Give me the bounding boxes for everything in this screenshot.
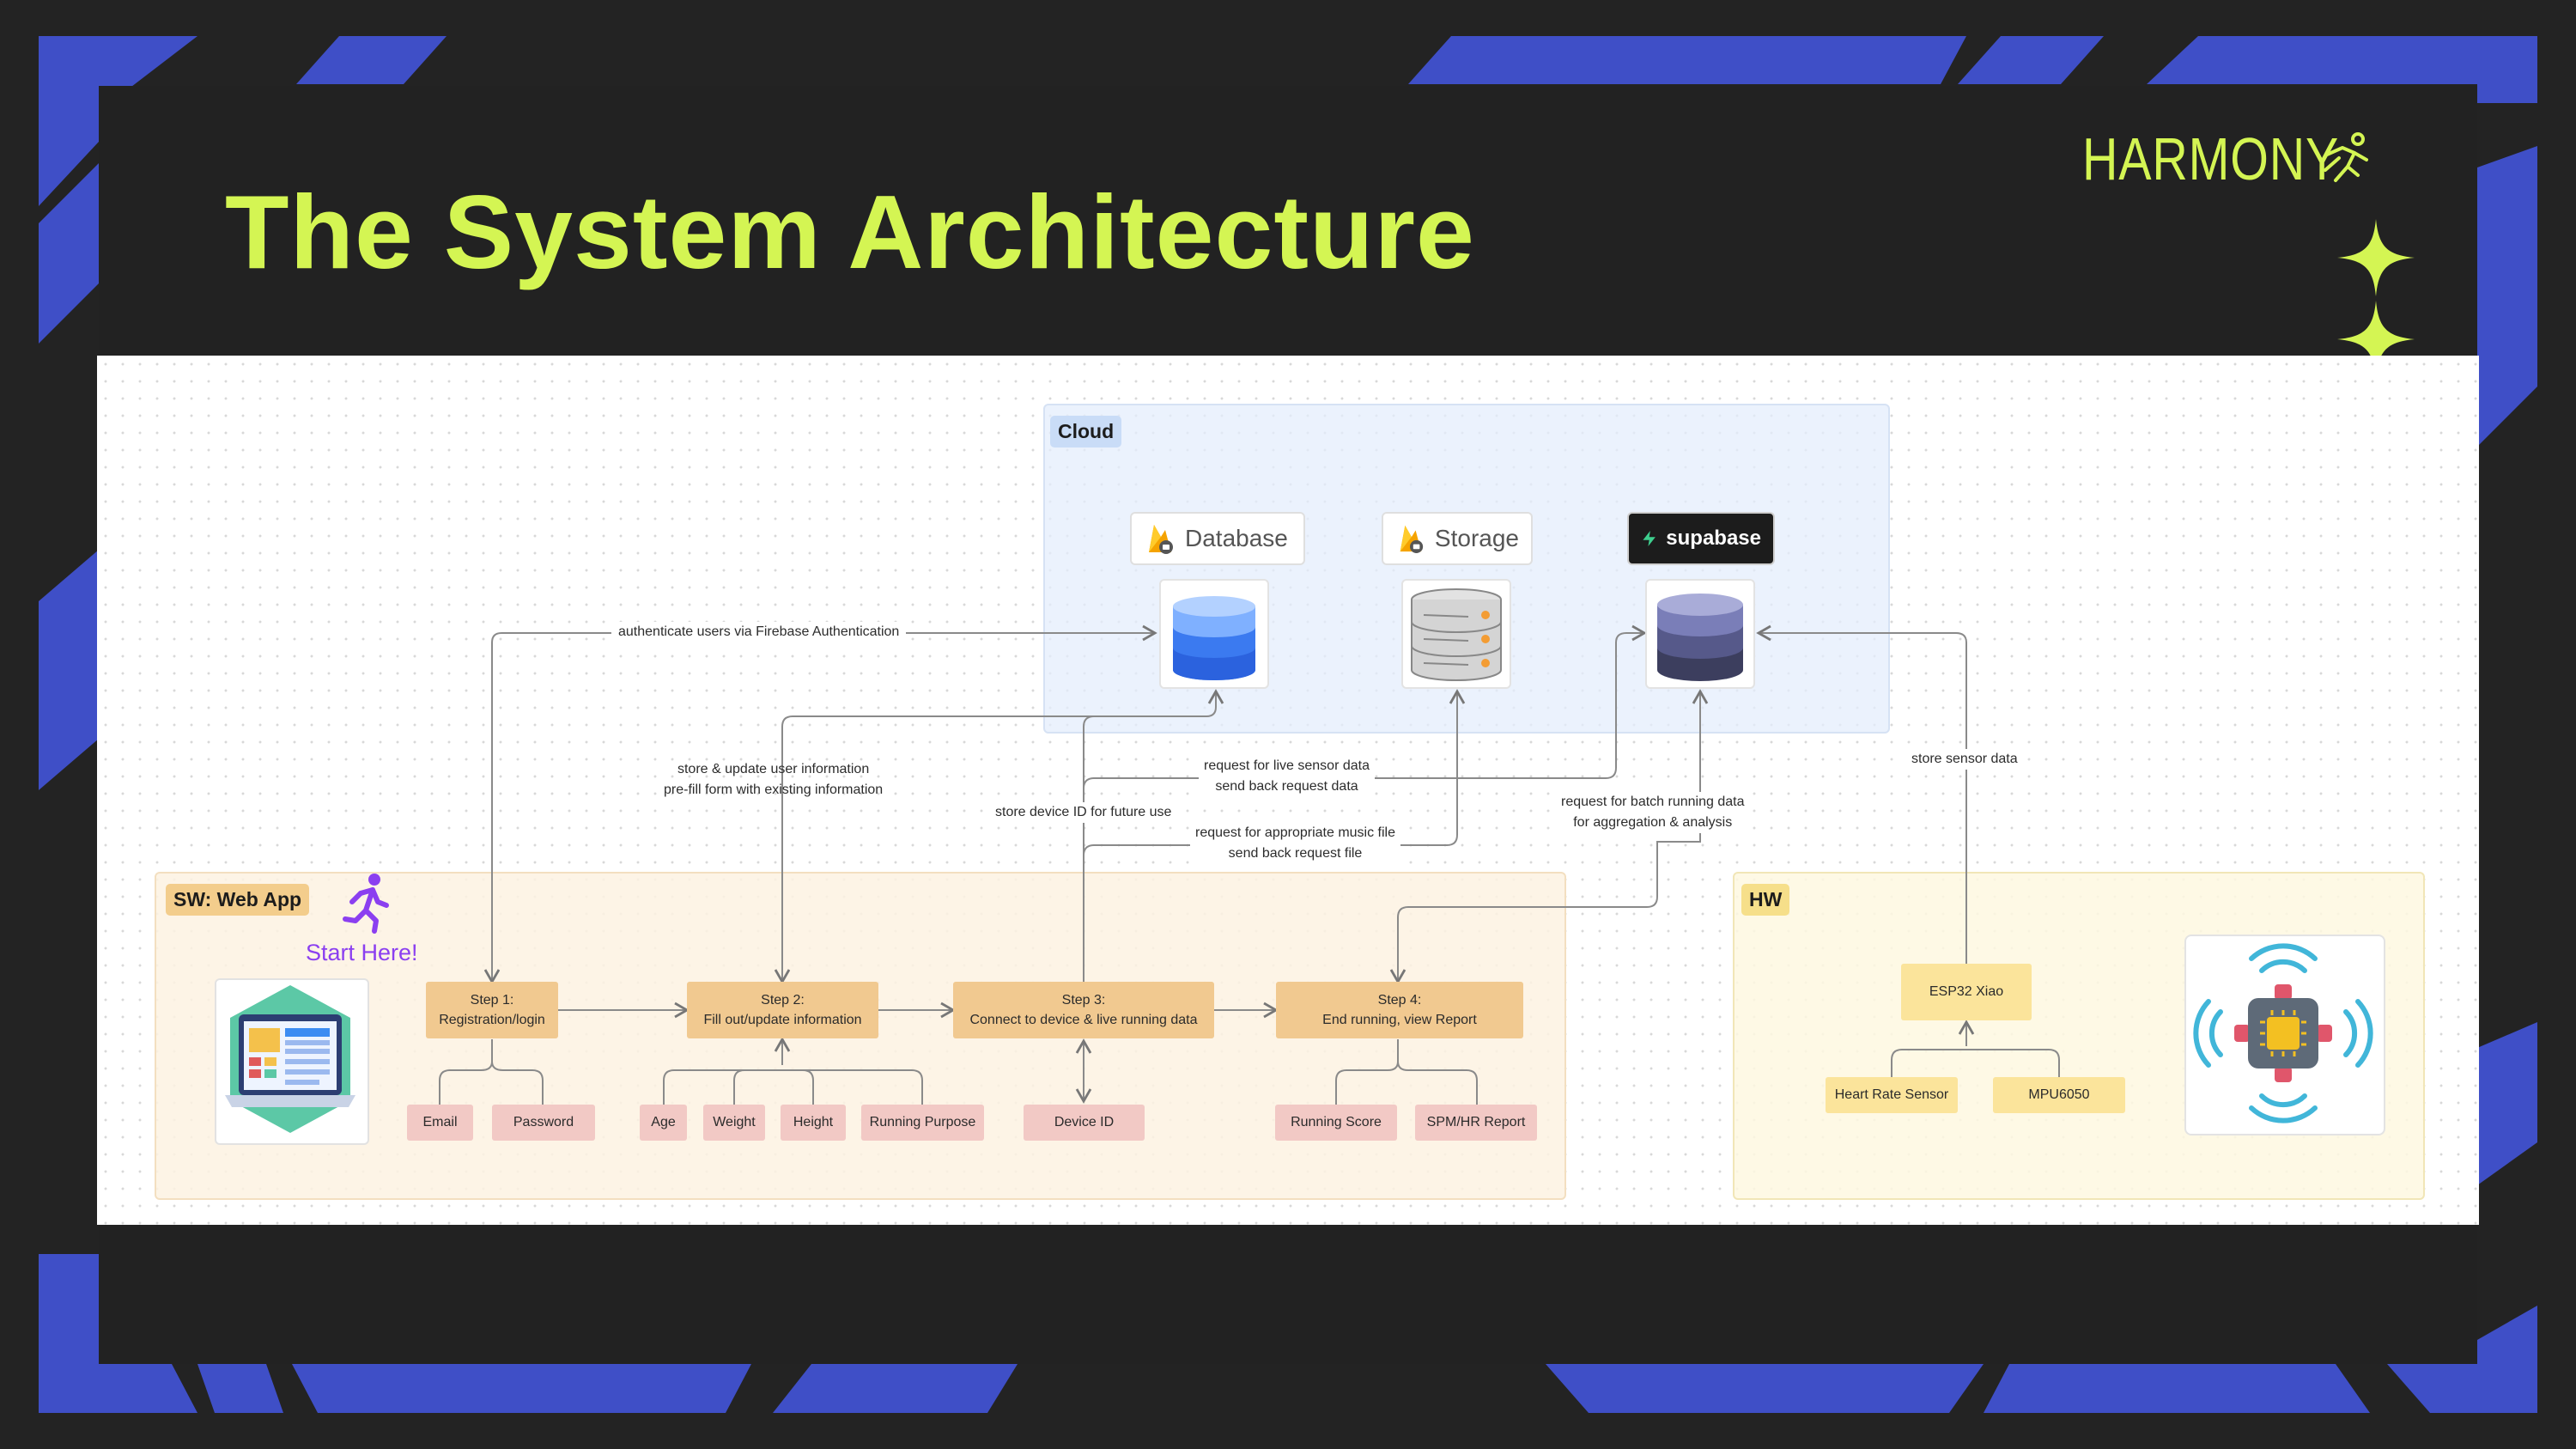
edge-label-line: request for appropriate music file (1195, 825, 1395, 840)
edge-label-live-data: request for live sensor data send back r… (1199, 756, 1375, 797)
step-desc: End running, view Report (1322, 1013, 1477, 1027)
step-1-box: Step 1: Registration/login (426, 982, 558, 1038)
field-spm-hr-report: SPM/HR Report (1415, 1105, 1537, 1141)
esp32-box: ESP32 Xiao (1901, 964, 2032, 1020)
deco-shape (1984, 1364, 2370, 1413)
step-4-box: Step 4: End running, view Report (1276, 982, 1523, 1038)
heart-rate-sensor-box: Heart Rate Sensor (1826, 1077, 1958, 1113)
brand-name: HARMONY (2082, 125, 2340, 192)
runner-icon (343, 874, 389, 934)
brand-logo: HARMONY (2082, 120, 2396, 198)
chip-wireless-icon (2193, 943, 2373, 1123)
edge-label-line: request for live sensor data (1204, 758, 1370, 773)
supabase-bolt-icon (1643, 530, 1656, 547)
step-title: Step 4: (1377, 992, 1422, 1008)
deco-shape (2147, 36, 2537, 103)
edge-label-line: request for batch running data (1561, 795, 1745, 809)
server-stack-icon (1411, 588, 1502, 681)
database-card (1159, 579, 1269, 689)
hw-tag: HW (1741, 884, 1790, 916)
deco-shape (773, 1364, 1018, 1413)
storage-card (1401, 579, 1511, 689)
deco-shape (292, 1364, 751, 1413)
step-desc: Registration/login (439, 1013, 545, 1027)
field-weight: Weight (703, 1105, 765, 1141)
firebase-flame-icon (1400, 525, 1424, 554)
firebase-storage-badge: Storage (1382, 512, 1533, 565)
edge-label-line: send back request data (1215, 779, 1358, 794)
edge-label-line: send back request file (1228, 846, 1363, 861)
step-desc: Connect to device & live running data (969, 1013, 1198, 1027)
deco-shape (1546, 1364, 1984, 1413)
field-password: Password (492, 1105, 595, 1141)
edge-label-sensor: store sensor data (1906, 749, 2023, 770)
deco-shape (2477, 146, 2537, 447)
field-height: Height (781, 1105, 846, 1141)
laptop-card (215, 978, 369, 1145)
edge-label-batch: request for batch running data for aggre… (1556, 792, 1750, 833)
slide-title: The System Architecture (225, 174, 1475, 290)
field-device-id: Device ID (1024, 1105, 1145, 1141)
deco-shape (39, 550, 99, 790)
step-title: Step 3: (1061, 992, 1106, 1008)
deco-shape (296, 36, 447, 84)
edge-label-line: pre-fill form with existing information (664, 782, 884, 797)
deco-shape (39, 36, 197, 206)
step-title: Step 2: (761, 992, 805, 1008)
field-running-purpose: Running Purpose (861, 1105, 984, 1141)
edge-label-store-user: store & update user information pre-fill… (664, 759, 883, 801)
firebase-flame-icon (1149, 525, 1173, 554)
cloud-tag: Cloud (1050, 416, 1122, 447)
deco-shape (1408, 36, 1966, 84)
deco-shape (39, 163, 99, 344)
supabase-db-card (1645, 579, 1755, 689)
storage-label: Storage (1434, 525, 1519, 551)
edge-label-line: store & update user information (677, 762, 870, 776)
web-app-tag: SW: Web App (166, 884, 310, 916)
database-cylinder-icon (1173, 596, 1255, 680)
database-label: Database (1185, 525, 1288, 551)
deco-shape (2477, 1022, 2537, 1185)
step-2-box: Step 2: Fill out/update information (687, 982, 878, 1038)
mpu6050-box: MPU6050 (1993, 1077, 2125, 1113)
supabase-label: supabase (1666, 527, 1761, 550)
database-cylinder-icon (1657, 594, 1743, 681)
edge-label-device-id: store device ID for future use (990, 802, 1177, 823)
deco-shape (39, 1254, 197, 1413)
supabase-badge: supabase (1627, 512, 1775, 565)
laptop-dashboard-icon (225, 985, 355, 1133)
field-age: Age (640, 1105, 687, 1141)
deco-shape (1958, 36, 2104, 84)
step-desc: Fill out/update information (703, 1013, 862, 1027)
firebase-database-badge: Database (1130, 512, 1305, 565)
edge-label-auth: authenticate users via Firebase Authenti… (611, 622, 907, 642)
edge-label-music: request for appropriate music file send … (1190, 823, 1400, 864)
step-title: Step 1: (470, 992, 514, 1008)
runner-logo-icon (2324, 132, 2368, 182)
chip-card (2184, 935, 2385, 1135)
sparkle-icon (2337, 219, 2415, 296)
edge-label-line: for aggregation & analysis (1573, 815, 1733, 830)
start-here-label: Start Here! (306, 940, 418, 965)
step-3-box: Step 3: Connect to device & live running … (953, 982, 1214, 1038)
deco-shape (197, 1364, 283, 1413)
field-email: Email (407, 1105, 473, 1141)
sparkle-icon (2337, 301, 2415, 378)
deco-shape (2387, 1306, 2537, 1413)
field-running-score: Running Score (1275, 1105, 1397, 1141)
